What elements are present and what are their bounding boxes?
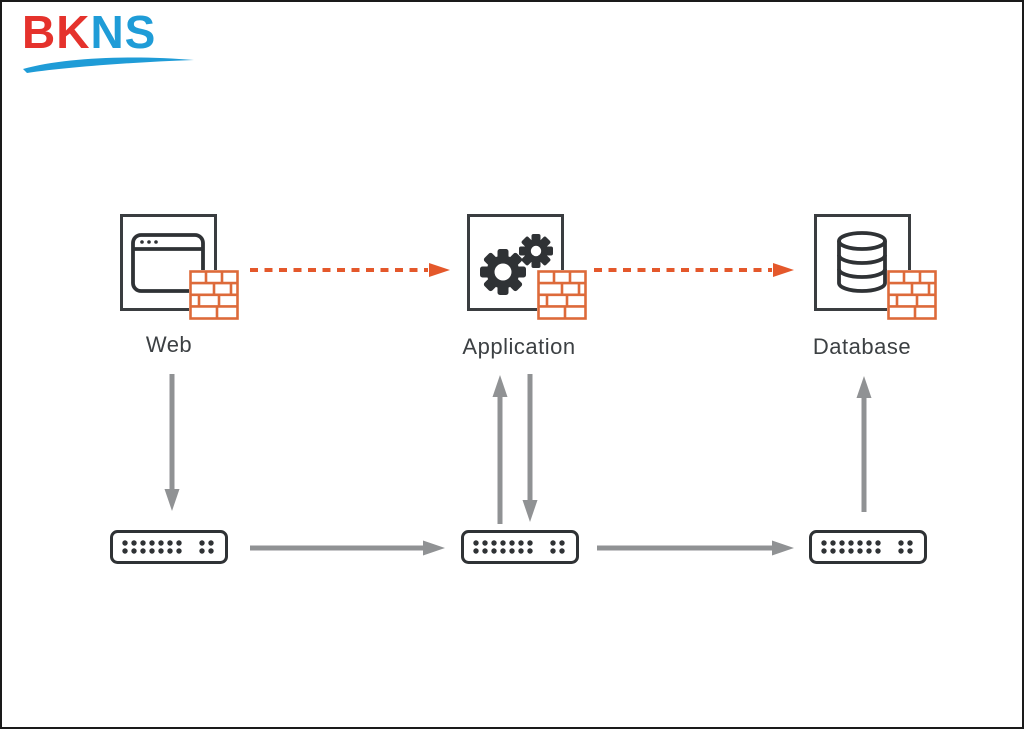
dashed-arrow-application-to-database bbox=[594, 263, 794, 277]
web-tier-box bbox=[120, 214, 217, 311]
network-switch-icon bbox=[461, 530, 579, 564]
tier-label-web: Web bbox=[145, 332, 193, 357]
tier-label-application: Application bbox=[462, 334, 576, 359]
logo-text-red: BK bbox=[22, 6, 91, 58]
swoosh-underline-icon bbox=[23, 57, 194, 73]
arrow-web-down-to-switch1 bbox=[164, 374, 180, 511]
firewall-brick-icon bbox=[537, 270, 587, 320]
arrow-application-down-to-switch2 bbox=[522, 374, 538, 522]
bkns-logo: BKNS bbox=[22, 8, 194, 73]
firewall-brick-icon bbox=[887, 270, 937, 320]
dashed-arrow-web-to-application bbox=[250, 263, 450, 277]
logo-text-blue: NS bbox=[90, 6, 157, 58]
arrow-switch3-up-to-database bbox=[856, 376, 872, 512]
arrow-switch1-to-switch2 bbox=[250, 540, 445, 556]
arrow-switch2-to-switch3 bbox=[597, 540, 794, 556]
application-tier-box bbox=[467, 214, 564, 311]
arrow-switch2-up-to-application bbox=[492, 375, 508, 524]
logo-text: BKNS bbox=[22, 8, 156, 56]
network-switch-icon bbox=[809, 530, 927, 564]
tier-label-database: Database bbox=[812, 334, 912, 359]
network-switch-icon bbox=[110, 530, 228, 564]
firewall-brick-icon bbox=[189, 270, 239, 320]
